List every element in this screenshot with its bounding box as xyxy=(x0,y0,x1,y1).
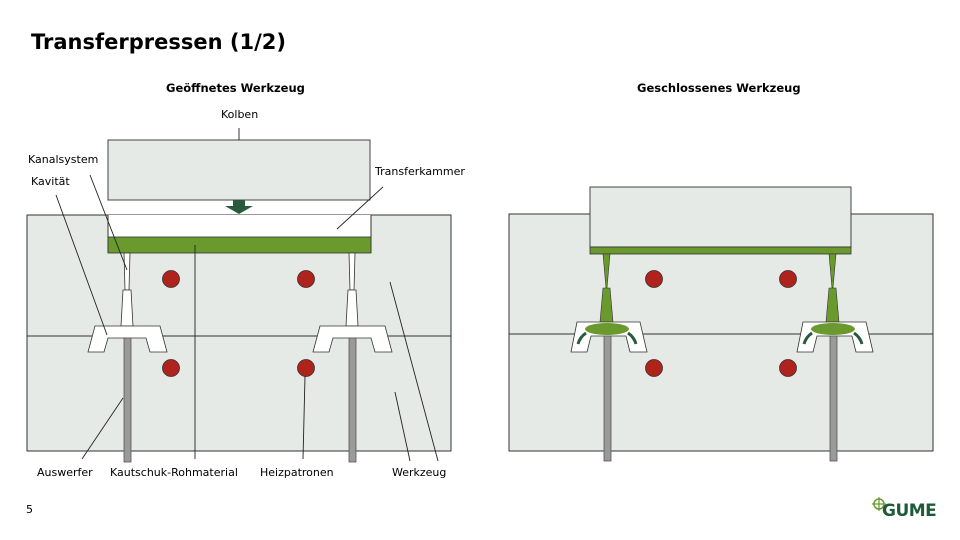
label-kavitaet: Kavität xyxy=(31,175,70,188)
left-diagram-heading: Geöffnetes Werkzeug xyxy=(166,81,305,95)
flow-arrow-icon xyxy=(576,331,587,345)
ejector-pin xyxy=(603,335,612,462)
rubber-raw-material xyxy=(107,236,372,254)
ejector-pin xyxy=(829,335,838,462)
heater-cartridge xyxy=(297,359,315,377)
logo-text: GUME xyxy=(882,501,937,521)
channel-cavity-2 xyxy=(312,252,393,353)
piston xyxy=(107,139,371,201)
globe-target-icon xyxy=(872,497,886,511)
label-kanalsystem: Kanalsystem xyxy=(28,153,99,166)
heater-cartridge xyxy=(779,270,797,288)
label-transferkammer: Transferkammer xyxy=(375,165,465,178)
flow-arrow-icon xyxy=(802,331,813,345)
page-number: 5 xyxy=(26,503,33,516)
rubber-layer xyxy=(589,246,852,255)
transfer-chamber xyxy=(108,215,371,237)
closed-tool-diagram xyxy=(508,186,934,462)
label-kolben: Kolben xyxy=(221,108,259,121)
leader-lines xyxy=(55,128,439,462)
ejector-pin xyxy=(348,337,357,463)
filled-channel-cavity-1 xyxy=(570,253,648,353)
heater-cartridge xyxy=(162,270,180,288)
heater-cartridge xyxy=(645,270,663,288)
flow-arrow-icon xyxy=(627,331,638,345)
down-arrow-icon xyxy=(225,200,253,214)
label-werkzeug: Werkzeug xyxy=(392,466,447,479)
flow-arrow-icon xyxy=(853,331,864,345)
filled-channel-cavity-2 xyxy=(796,253,874,353)
heater-cartridge xyxy=(645,359,663,377)
open-tool-diagram xyxy=(26,128,452,463)
slide-title: Transferpressen (1/2) xyxy=(31,30,286,54)
piston xyxy=(589,186,852,248)
gume-logo: GUME xyxy=(872,497,942,525)
ejector-pin xyxy=(123,337,132,463)
label-kautschuk-rohmaterial: Kautschuk-Rohmaterial xyxy=(110,466,238,479)
label-auswerfer: Auswerfer xyxy=(37,466,93,479)
right-diagram-heading: Geschlossenes Werkzeug xyxy=(637,81,801,95)
heater-cartridge xyxy=(779,359,797,377)
label-heizpatronen: Heizpatronen xyxy=(260,466,334,479)
channel-cavity-1 xyxy=(87,252,168,353)
heater-cartridge xyxy=(162,359,180,377)
heater-cartridge xyxy=(297,270,315,288)
